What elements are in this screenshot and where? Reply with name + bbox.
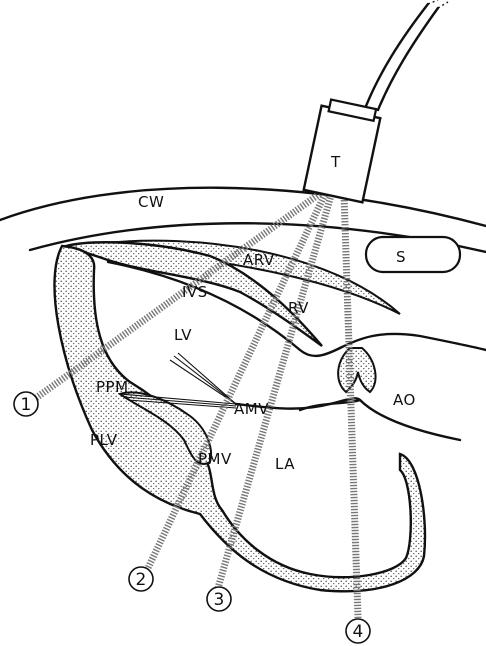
label-anterior-mitral: AMV — [234, 400, 269, 418]
sternum-shape — [366, 237, 460, 272]
beam-4-line — [344, 194, 358, 618]
beam-3-marker: 3 — [207, 587, 231, 611]
transducer-cable-inner — [378, 8, 438, 110]
beam-4-marker: 4 — [346, 619, 370, 643]
label-posterior-lv-wall: PLV — [90, 431, 118, 449]
label-septum: IVS — [182, 283, 208, 301]
svg-text:1: 1 — [21, 395, 32, 415]
label-papillary-muscle: PPM — [96, 378, 129, 396]
chest-wall-outer — [0, 188, 486, 226]
label-aorta: AO — [393, 391, 416, 409]
transducer-cable — [366, 4, 428, 106]
label-chest-wall: CW — [138, 193, 164, 211]
beam-1-marker: 1 — [14, 392, 38, 416]
label-anterior-rv-wall: ARV — [243, 251, 275, 269]
label-posterior-mitral: PMV — [198, 450, 232, 468]
svg-text:2: 2 — [136, 570, 147, 590]
label-left-ventricle: LV — [174, 326, 192, 344]
label-transducer: T — [330, 153, 341, 171]
label-left-atrium: LA — [275, 455, 295, 473]
label-right-ventricle: RV — [288, 299, 309, 317]
svg-text:3: 3 — [214, 590, 225, 610]
aortic-valve — [338, 348, 375, 392]
svg-text:4: 4 — [353, 622, 364, 642]
label-sternum: S — [396, 248, 406, 266]
beam-2-marker: 2 — [129, 567, 153, 591]
